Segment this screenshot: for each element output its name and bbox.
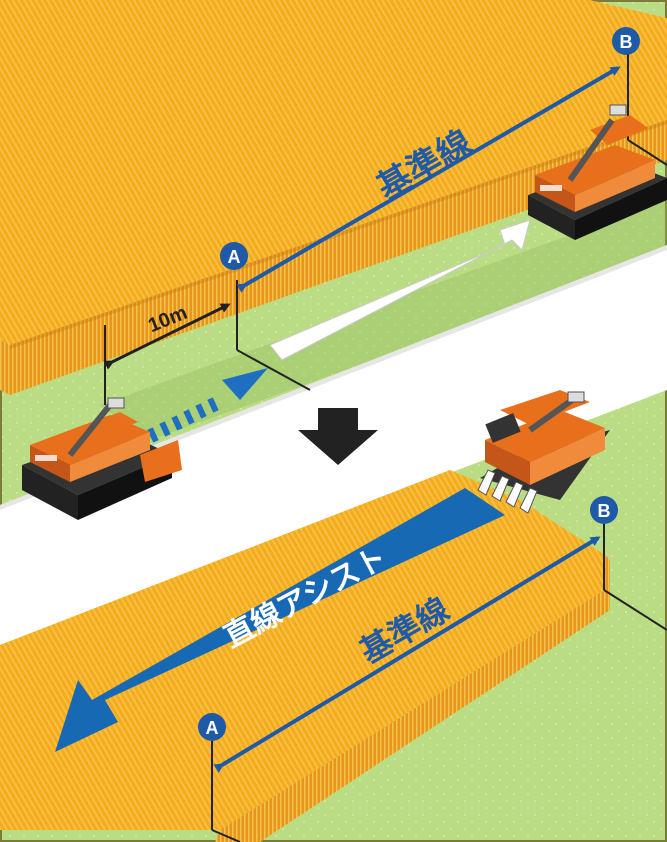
point-b-bottom: B: [590, 496, 618, 524]
point-a-top: A: [220, 242, 248, 270]
combine-harvester-top-right: [528, 104, 667, 240]
step-down-arrow-icon: [298, 408, 378, 465]
combine-harvester-bottom: [477, 390, 610, 514]
point-a-bottom-label: A: [206, 718, 219, 738]
dashed-travel-arrow: [147, 368, 268, 443]
point-a-top-label: A: [228, 247, 241, 267]
point-b-bottom-label: B: [598, 501, 611, 521]
point-b-top: B: [612, 27, 640, 55]
point-b-top-label: B: [620, 32, 633, 52]
combine-harvester-left: [22, 397, 182, 520]
point-a-bottom: A: [198, 713, 226, 741]
white-path-arrow: [269, 219, 531, 361]
